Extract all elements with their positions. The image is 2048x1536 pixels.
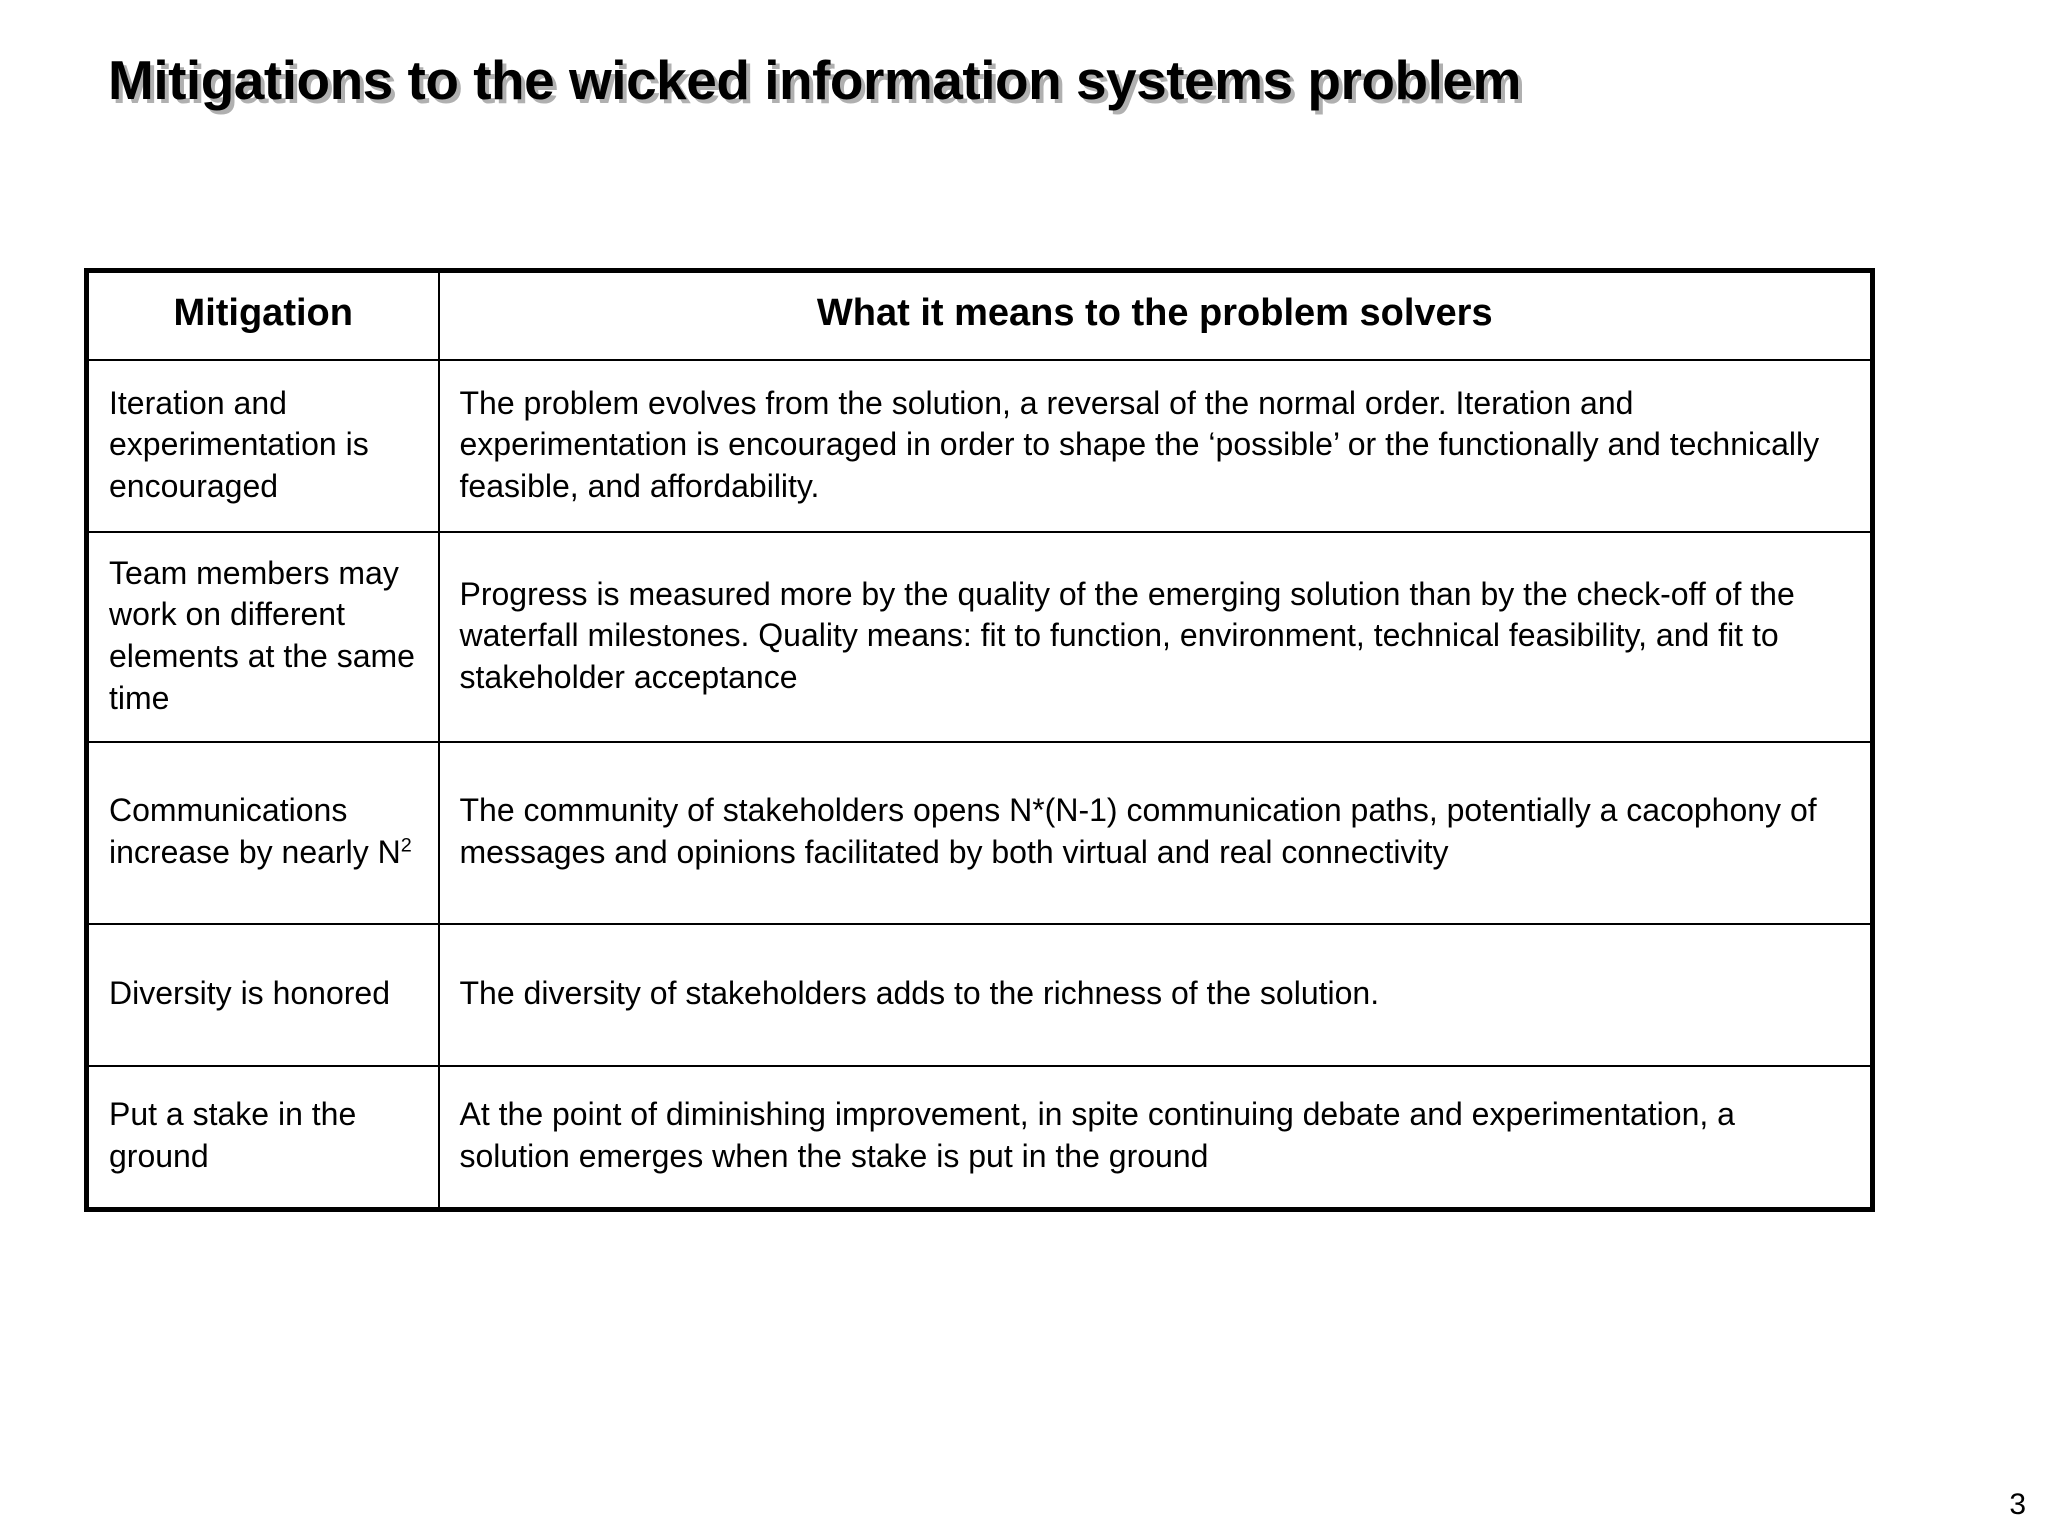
column-header-meaning: What it means to the problem solvers (437, 268, 1875, 361)
table-row: Team members may work on different eleme… (84, 531, 1875, 743)
cell-meaning: The community of stakeholders opens N*(N… (437, 741, 1875, 925)
table-body: Iteration and experimentation is encoura… (84, 359, 1875, 1212)
cell-mitigation: Diversity is honored (84, 923, 440, 1067)
page-title: Mitigations to the wicked information sy… (108, 49, 1521, 111)
cell-mitigation: Put a stake in the ground (84, 1065, 440, 1212)
table-row: Iteration and experimentation is encoura… (84, 359, 1875, 533)
superscript-exponent: 2 (400, 834, 412, 857)
cell-meaning: Progress is measured more by the quality… (437, 531, 1875, 743)
cell-mitigation: Communications increase by nearly N2 (84, 741, 440, 925)
cell-meaning: At the point of diminishing improvement,… (437, 1065, 1875, 1212)
cell-mitigation: Iteration and experimentation is encoura… (84, 359, 440, 533)
table-header: Mitigation What it means to the problem … (84, 268, 1875, 361)
cell-meaning: The problem evolves from the solution, a… (437, 359, 1875, 533)
cell-meaning: The diversity of stakeholders adds to th… (437, 923, 1875, 1067)
column-header-mitigation: Mitigation (84, 268, 440, 361)
cell-mitigation: Team members may work on different eleme… (84, 531, 440, 743)
table-row: Communications increase by nearly N2 The… (84, 741, 1875, 925)
table-row: Put a stake in the ground At the point o… (84, 1065, 1875, 1212)
table-header-row: Mitigation What it means to the problem … (84, 268, 1875, 361)
page-number: 3 (2009, 1488, 2026, 1521)
mitigation-table: Mitigation What it means to the problem … (84, 268, 1875, 1212)
cell-mitigation-text: Communications increase by nearly N (109, 792, 401, 870)
table-row: Diversity is honored The diversity of st… (84, 923, 1875, 1067)
